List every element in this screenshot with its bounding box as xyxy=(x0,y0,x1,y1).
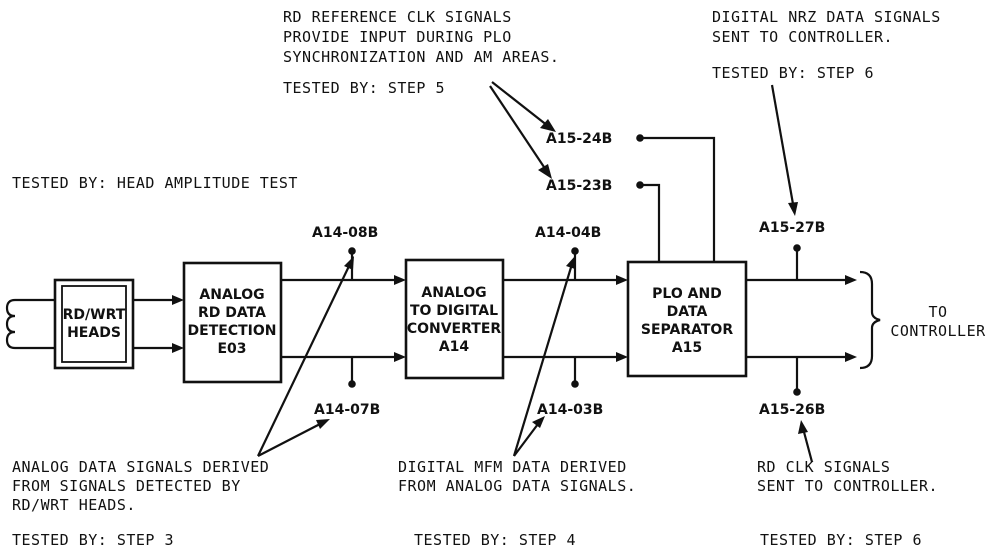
tp-a14-07b-label: A14-07B xyxy=(314,402,380,418)
note-line: DIGITAL MFM DATA DERIVED xyxy=(398,458,627,476)
note-line: RD/WRT HEADS. xyxy=(12,496,136,514)
block-label: HEADS xyxy=(67,325,121,341)
arrow-head xyxy=(316,419,330,429)
arrow-head xyxy=(172,295,184,305)
tested-by-step-5: TESTED BY: STEP 5 xyxy=(283,79,445,97)
block-label: ANALOG xyxy=(199,287,264,303)
arrow-head xyxy=(540,119,556,132)
block-plo-data-separator: PLO AND DATA SEPARATOR A15 xyxy=(626,260,748,378)
note-line: ANALOG DATA SIGNALS DERIVED xyxy=(12,458,269,476)
arrow-head xyxy=(172,343,184,353)
head-coil-icon xyxy=(5,298,55,350)
tp-a15-26b-label: A15-26B xyxy=(759,402,825,418)
note-line: RD CLK SIGNALS xyxy=(757,458,890,476)
note-line: FROM ANALOG DATA SIGNALS. xyxy=(398,477,636,495)
block-analog-rd-data-detection: ANALOG RD DATA DETECTION E03 xyxy=(182,261,283,384)
block-label: RD/WRT xyxy=(63,307,126,323)
block-label: A14 xyxy=(439,339,470,355)
arrow-head xyxy=(788,202,798,216)
tp-a14-04b-label: A14-04B xyxy=(535,225,601,241)
arrow-head xyxy=(538,164,552,179)
tp-a15-24b-label: A15-24B xyxy=(546,131,612,147)
tp-a14-03b-label: A14-03B xyxy=(537,402,603,418)
arrow-line xyxy=(257,263,351,457)
arrow-head xyxy=(344,256,354,270)
note-digital-nrz: DIGITAL NRZ DATA SIGNALS SENT TO CONTROL… xyxy=(712,8,941,82)
block-analog-to-digital-converter: ANALOG TO DIGITAL CONVERTER A14 xyxy=(404,258,505,380)
note-line: PROVIDE INPUT DURING PLO xyxy=(283,28,512,46)
arrow-line xyxy=(513,423,539,457)
block-label: PLO AND xyxy=(652,286,722,302)
tp-a14-08b-label: A14-08B xyxy=(312,225,378,241)
arrow-line xyxy=(770,84,795,205)
tested-by-head-amplitude: TESTED BY: HEAD AMPLITUDE TEST xyxy=(12,174,298,192)
tp-a15-24b-line xyxy=(640,136,716,262)
arrow-head xyxy=(616,352,628,362)
block-label: DETECTION xyxy=(188,323,277,339)
output-to: TO xyxy=(928,303,947,321)
note-line: RD REFERENCE CLK SIGNALS xyxy=(283,8,512,26)
arrow-head xyxy=(845,352,857,362)
tested-by-step-6-nrz: TESTED BY: STEP 6 xyxy=(712,64,874,82)
arrow-head xyxy=(616,275,628,285)
arrow-head xyxy=(845,275,857,285)
tp-a15-23b-line xyxy=(640,183,661,262)
note-rd-clk-signals: RD CLK SIGNALS SENT TO CONTROLLER. TESTE… xyxy=(757,458,938,549)
note-line: FROM SIGNALS DETECTED BY xyxy=(12,477,241,495)
block-label: A15 xyxy=(672,340,702,356)
tp-a15-27b-label: A15-27B xyxy=(759,220,825,236)
arrow-head xyxy=(394,275,406,285)
tested-by-step-6-rd-clk: TESTED BY: STEP 6 xyxy=(760,531,922,549)
note-analog-data-signals: ANALOG DATA SIGNALS DERIVED FROM SIGNALS… xyxy=(12,458,269,549)
arrow-head xyxy=(394,352,406,362)
note-digital-mfm: DIGITAL MFM DATA DERIVED FROM ANALOG DAT… xyxy=(398,458,636,549)
tp-a15-23b-label: A15-23B xyxy=(546,178,612,194)
block-label: SEPARATOR xyxy=(641,322,733,338)
block-label: CONVERTER xyxy=(407,321,502,337)
arrow-line xyxy=(257,423,321,457)
arrow-head xyxy=(798,420,808,434)
block-label: DATA xyxy=(667,304,708,320)
block-label: E03 xyxy=(217,341,246,357)
arrow-head xyxy=(566,256,575,269)
block-rd-wrt-heads: RD/WRT HEADS xyxy=(53,278,135,370)
note-line: SENT TO CONTROLLER. xyxy=(712,28,893,46)
arrow-line xyxy=(802,431,814,463)
block-label: ANALOG xyxy=(421,285,486,301)
controller-brace xyxy=(859,270,881,370)
note-line: SYNCHRONIZATION AND AM AREAS. xyxy=(283,48,559,66)
note-line: DIGITAL NRZ DATA SIGNALS xyxy=(712,8,941,26)
arrow-line xyxy=(489,85,547,171)
tested-by-step-4: TESTED BY: STEP 4 xyxy=(414,531,576,549)
block-label: TO DIGITAL xyxy=(410,303,498,319)
note-rd-reference-clk: RD REFERENCE CLK SIGNALS PROVIDE INPUT D… xyxy=(283,8,559,97)
arrow-line xyxy=(512,263,574,457)
tested-by-step-3: TESTED BY: STEP 3 xyxy=(12,531,174,549)
note-line: SENT TO CONTROLLER. xyxy=(757,477,938,495)
output-controller: CONTROLLER xyxy=(890,322,986,340)
arrow-head xyxy=(532,416,545,428)
block-label: RD DATA xyxy=(198,305,266,321)
arrow-line xyxy=(491,81,549,127)
